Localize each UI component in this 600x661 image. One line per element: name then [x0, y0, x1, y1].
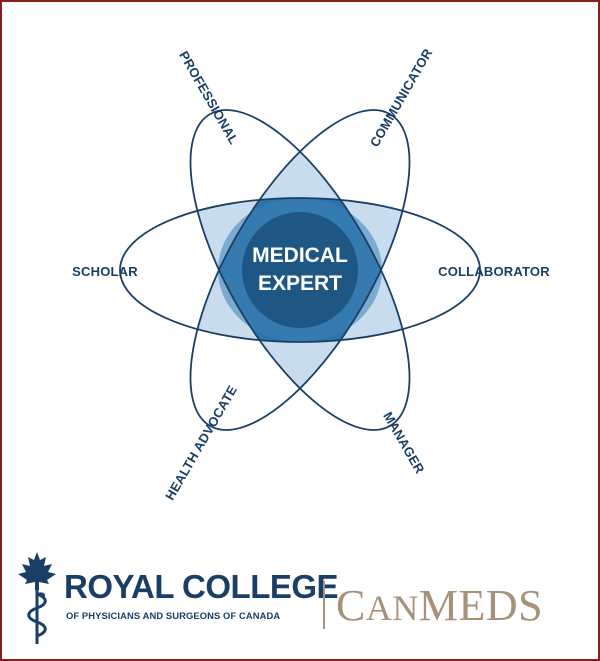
canmeds-meds: MEDS: [418, 581, 544, 630]
label-scholar: SCHOLAR: [72, 264, 138, 279]
label-professional: PROFESSIONAL: [176, 49, 241, 147]
center-label-line1: MEDICAL: [252, 244, 348, 267]
center-region: [218, 198, 382, 342]
org-name: ROYAL COLLEGE: [64, 568, 339, 605]
footer-branding: ROYAL COLLEGE OF PHYSICIANS AND SURGEONS…: [0, 540, 600, 661]
petal-outlines: [119, 109, 481, 431]
canmeds-an: AN: [365, 588, 419, 628]
petal-professional-manager: [189, 109, 411, 431]
label-health-advocate: HEALTH ADVOCATE: [162, 383, 240, 503]
petal-scholar-collaborator: [119, 197, 481, 343]
center-label-line2: EXPERT: [258, 272, 342, 295]
label-communicator: COMMUNICATOR: [367, 46, 436, 150]
org-subtitle: OF PHYSICIANS AND SURGEONS OF CANADA: [66, 610, 281, 621]
canmeds-wordmark: CANMEDS: [336, 584, 543, 628]
brand-divider: [323, 581, 325, 629]
canmeds-flower-diagram: PROFESSIONAL COMMUNICATOR SCHOLAR COLLAB…: [72, 46, 550, 503]
petal-communicator-health-advocate: [189, 109, 411, 431]
caduceus-maple-leaf-icon: [18, 552, 56, 644]
label-collaborator: COLLABORATOR: [438, 264, 550, 279]
label-manager: MANAGER: [380, 409, 427, 476]
canmeds-c: C: [336, 581, 366, 630]
